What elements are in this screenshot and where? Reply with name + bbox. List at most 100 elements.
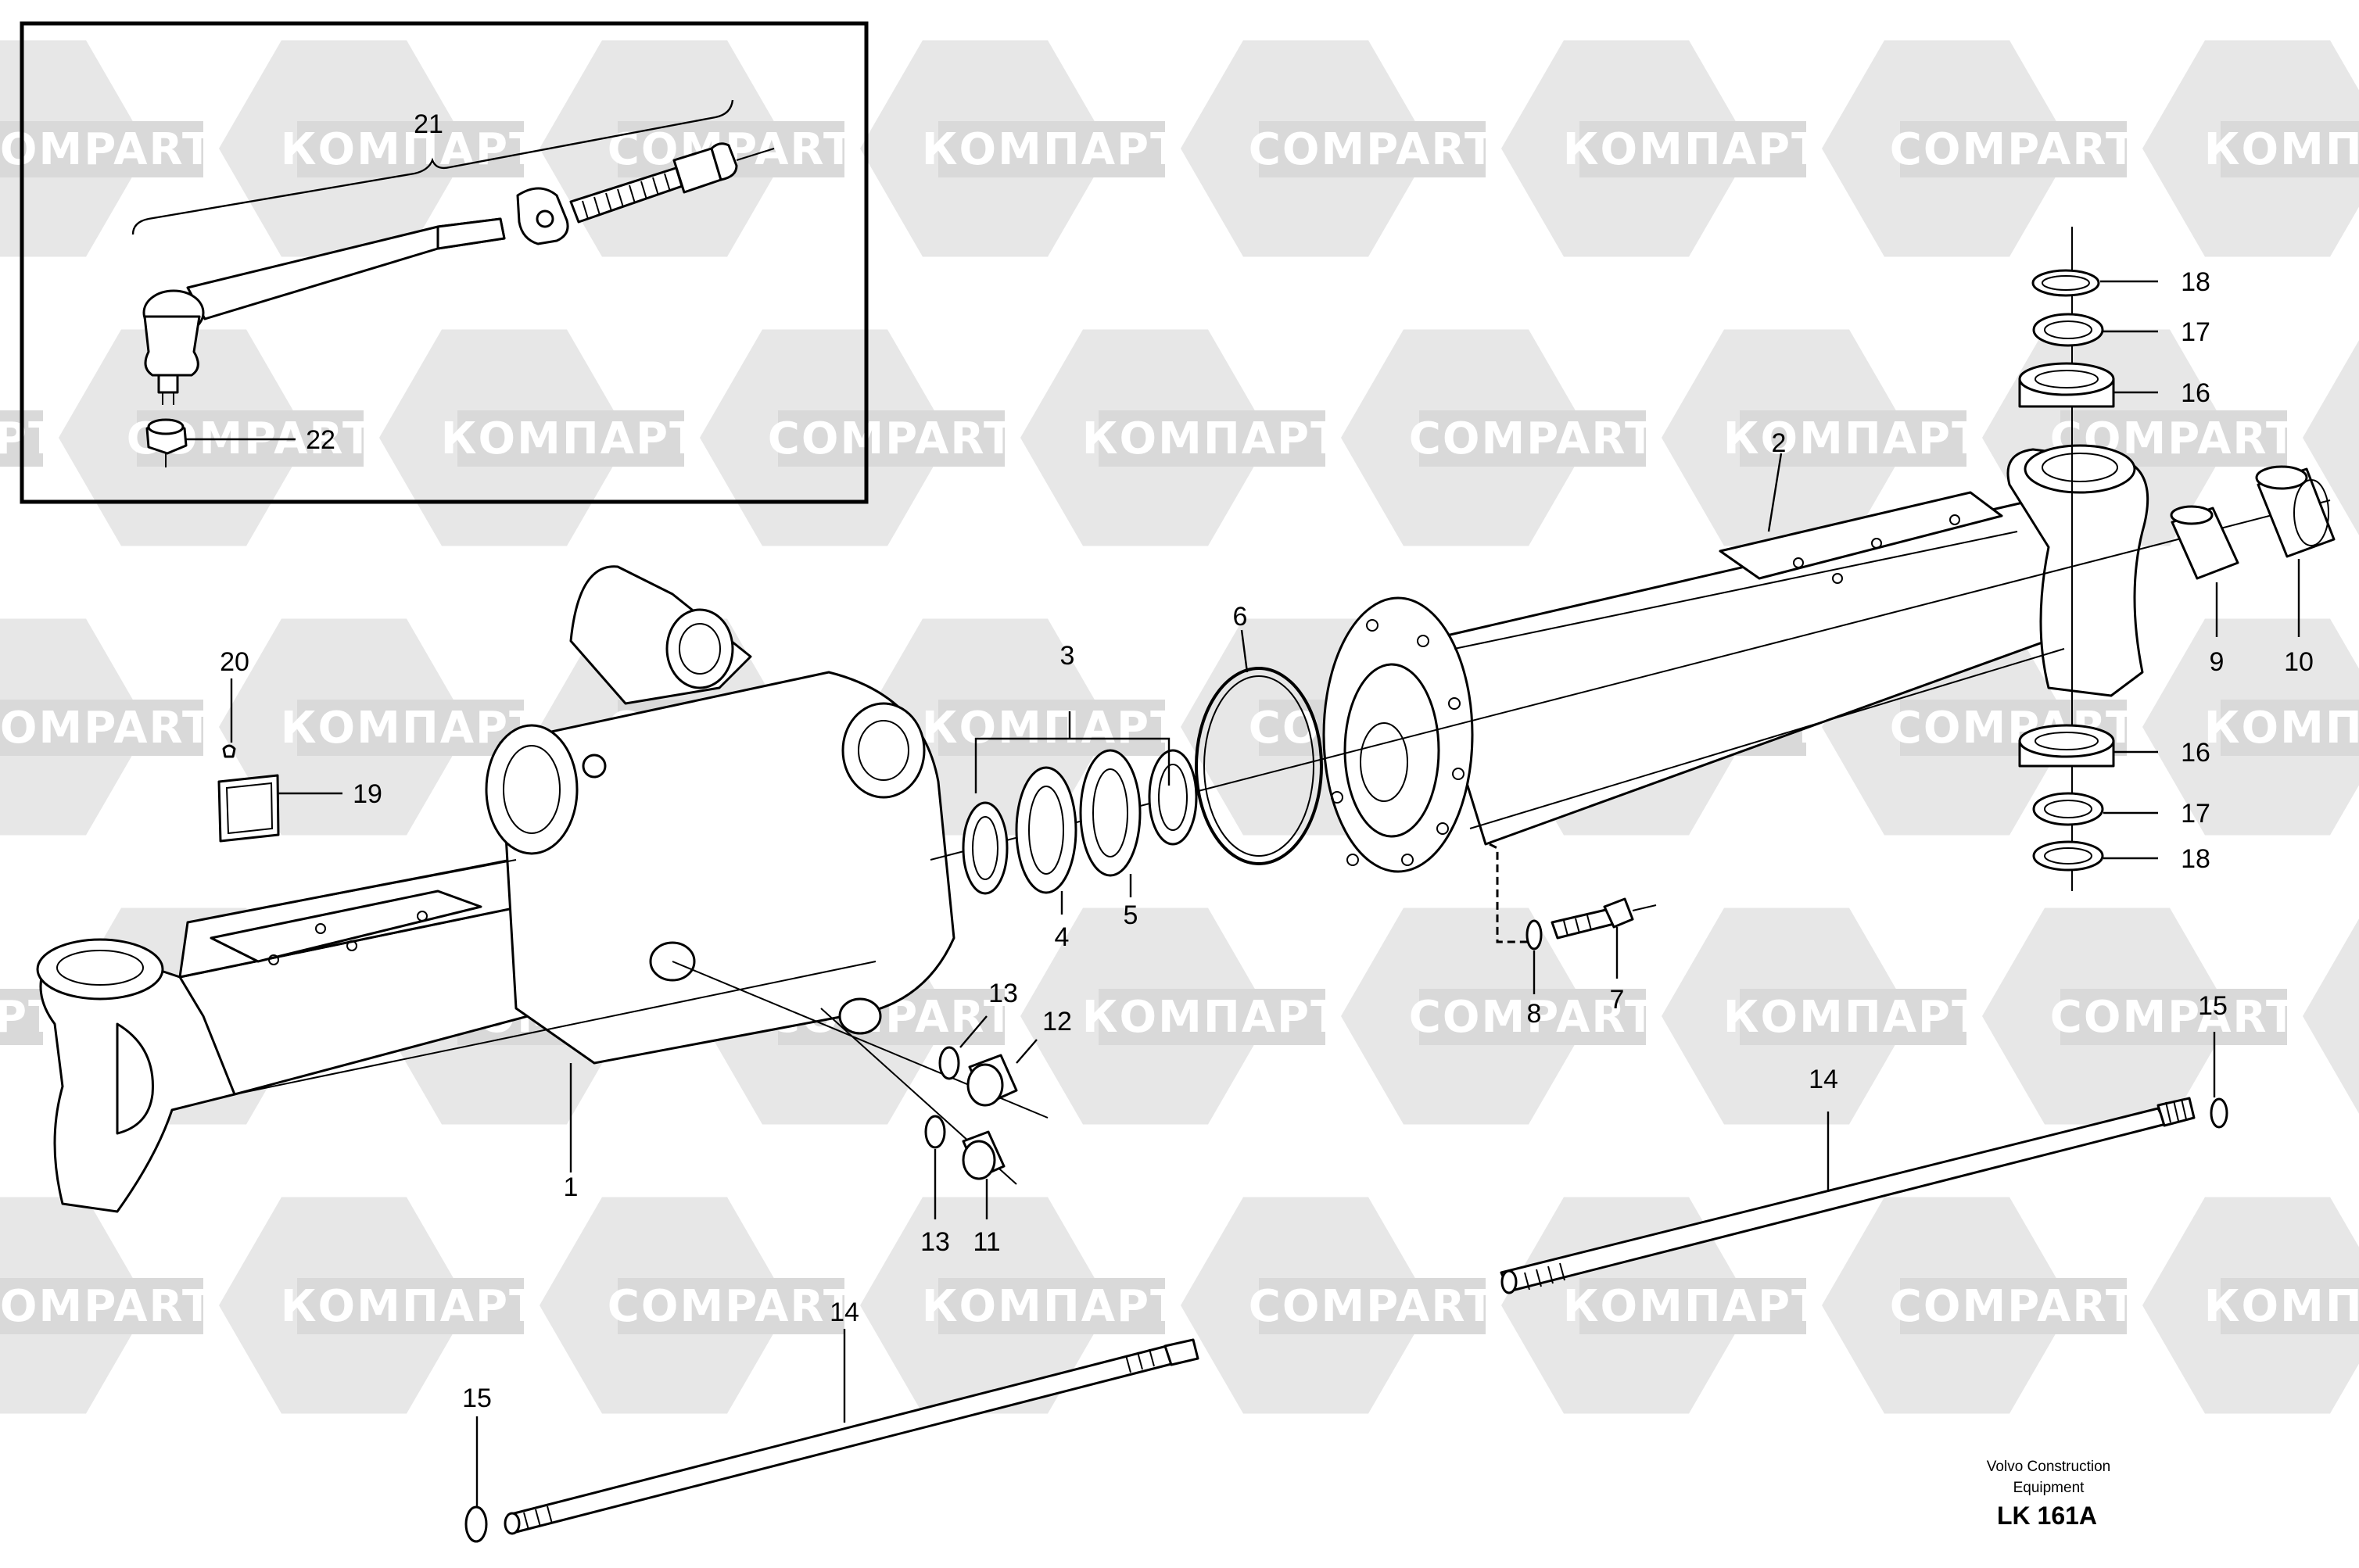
watermark-brand: КОМПАРТ xyxy=(281,703,541,754)
footer-code: LK 161A xyxy=(1997,1502,2097,1530)
watermark-band xyxy=(297,121,524,177)
callout-15-right: 15 xyxy=(2198,991,2228,1021)
watermark-brand: COMPART xyxy=(1890,124,2137,175)
watermark-band xyxy=(1579,121,1806,177)
callout-5: 5 xyxy=(1124,900,1138,930)
watermark-brand: КОМПАРТ xyxy=(922,1281,1182,1332)
watermark-band xyxy=(297,1278,524,1334)
callout-8: 8 xyxy=(1527,999,1542,1029)
watermark-band xyxy=(938,121,1165,177)
watermark-brand: КОМПАРТ xyxy=(2204,124,2359,175)
callout-9: 9 xyxy=(2210,647,2225,677)
callout-13-bottom: 13 xyxy=(920,1227,950,1257)
tie-rod-part xyxy=(142,142,775,467)
callout-22: 22 xyxy=(306,425,335,455)
tie-rod-inset: 21 22 xyxy=(20,21,869,504)
watermark-brand: КОМПАРТ xyxy=(2204,703,2359,754)
watermark-brand: КОМПАРТ xyxy=(281,124,541,175)
callout-21: 21 xyxy=(414,109,443,139)
watermark-band xyxy=(1900,121,2127,177)
callout-10: 10 xyxy=(2284,647,2314,677)
callout-4: 4 xyxy=(1055,922,1070,952)
watermark-band xyxy=(2060,989,2287,1045)
watermark-band xyxy=(1740,989,1966,1045)
bearing-set xyxy=(962,667,1323,895)
watermark-brand: COMPART xyxy=(0,124,213,175)
watermark-hexagon xyxy=(2303,918,2359,1114)
watermark-brand: COMPART xyxy=(608,1281,855,1332)
watermark-brand: КОМПАРТ xyxy=(1082,992,1343,1043)
watermark-brand: COMPART xyxy=(768,413,1015,464)
watermark-band xyxy=(1419,989,1646,1045)
watermark-brand: КОМПАРТ xyxy=(0,413,59,464)
watermark-band xyxy=(778,410,1005,467)
right-bearing-stacks xyxy=(2018,227,2336,891)
callout-1: 1 xyxy=(564,1172,579,1202)
watermark-brand: COMPART xyxy=(1409,992,1656,1043)
watermark-band xyxy=(938,1278,1165,1334)
bracket-3 xyxy=(974,737,1171,793)
leader-12 xyxy=(1016,1039,1038,1064)
cover-plate xyxy=(217,744,280,843)
leader-2 xyxy=(1767,453,1783,532)
watermark-band xyxy=(2221,1278,2359,1334)
o-ring-6 xyxy=(1195,667,1323,865)
watermark-band xyxy=(0,1278,203,1334)
callout-6: 6 xyxy=(1233,602,1248,632)
callout-17-bottom: 17 xyxy=(2181,799,2210,829)
inset-frame xyxy=(20,21,869,504)
watermark-brand: КОМПАРТ xyxy=(281,1281,541,1332)
watermark-brand: COMPART xyxy=(0,703,213,754)
watermark-brand: КОМПАРТ xyxy=(1723,992,1984,1043)
footer-line-1: Volvo Construction xyxy=(1987,1459,2110,1475)
watermark-band xyxy=(1259,121,1486,177)
watermark-band xyxy=(2221,700,2359,756)
watermark-brand: КОМПАРТ xyxy=(1563,1281,1823,1332)
drive-shafts xyxy=(464,1097,2228,1543)
watermark-band xyxy=(0,700,203,756)
callout-12: 12 xyxy=(1042,1007,1072,1036)
watermark-brand: КОМПАРТ xyxy=(2204,1281,2359,1332)
watermark-band xyxy=(0,989,43,1045)
publisher-footer: Volvo Construction Equipment LK 161A xyxy=(1987,1459,2110,1530)
watermark-brand: COMPART xyxy=(1249,124,1496,175)
watermark-band xyxy=(1099,410,1325,467)
watermark-brand: COMPART xyxy=(0,1281,213,1332)
watermark-brand: COMPART xyxy=(1409,413,1656,464)
leader-13-top xyxy=(959,1015,988,1048)
callout-13-top: 13 xyxy=(988,979,1018,1008)
callout-16-top: 16 xyxy=(2181,378,2210,408)
watermark-brand: КОМПАРТ xyxy=(922,124,1182,175)
callout-14-left: 14 xyxy=(830,1298,859,1327)
watermark-brand: КОМПАРТ xyxy=(1563,124,1823,175)
watermark-brand: COMPART xyxy=(2050,992,2297,1043)
watermark-band xyxy=(1900,1278,2127,1334)
drain-plugs xyxy=(672,961,1049,1185)
brace-21 xyxy=(131,99,734,235)
watermark-brand: КОМПАРТ xyxy=(1082,413,1343,464)
watermark-brand: КОМПАРТ xyxy=(441,413,701,464)
watermark-band xyxy=(1419,410,1646,467)
watermark-band xyxy=(2221,121,2359,177)
callout-2: 2 xyxy=(1772,428,1787,458)
watermark-band xyxy=(1099,989,1325,1045)
callout-16-bottom: 16 xyxy=(2181,738,2210,768)
watermark-brand: КОМПАРТ xyxy=(922,703,1182,754)
leader-6 xyxy=(1240,629,1249,673)
callout-18-bottom: 18 xyxy=(2181,844,2210,874)
watermark-brand: COMPART xyxy=(1890,1281,2137,1332)
callout-3: 3 xyxy=(1060,641,1075,671)
watermark-band xyxy=(1579,1278,1806,1334)
footer-line-2: Equipment xyxy=(2013,1480,2085,1496)
callout-20: 20 xyxy=(220,647,249,677)
watermark-hexagon xyxy=(2303,340,2359,535)
callout-11: 11 xyxy=(973,1227,1000,1257)
axle-housing-right xyxy=(1322,444,2149,873)
callout-14-right: 14 xyxy=(1809,1065,1838,1094)
watermark-band xyxy=(0,121,203,177)
callout-7: 7 xyxy=(1610,985,1625,1015)
watermark-band xyxy=(1740,410,1966,467)
callout-19: 19 xyxy=(353,779,382,809)
